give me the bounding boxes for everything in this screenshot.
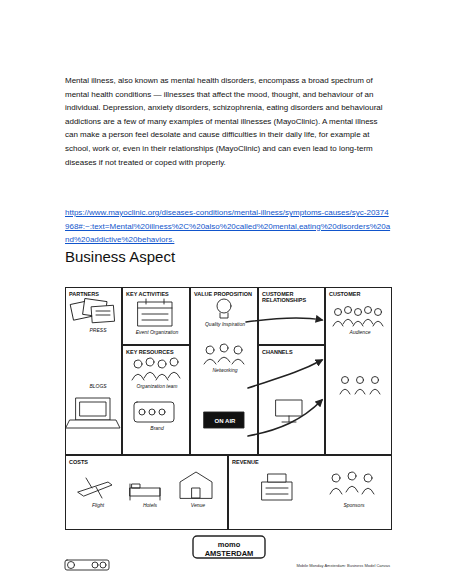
block-heading: KEY ACTIVITIES — [126, 291, 186, 297]
sketch-caption: BLOGS — [78, 384, 118, 390]
block-heading: VALUE PROPOSITION — [194, 291, 256, 297]
canvas-block: CHANNELS — [258, 345, 325, 455]
canvas-block: REVENUE Sponsors — [228, 455, 392, 530]
canvas-block: KEY RESOURCES Organization teamBrand — [122, 345, 190, 455]
sketch-caption: Event Organization — [127, 330, 187, 336]
sketch-caption: PRESS — [78, 328, 118, 334]
sketch-caption: Quality Inspiration — [197, 322, 253, 328]
section-heading: Business Aspect — [65, 248, 175, 265]
sketch-caption: Hotels — [130, 503, 170, 509]
canvas-block: KEY ACTIVITIES Event Organization — [122, 287, 190, 345]
block-heading: COSTS — [69, 459, 129, 465]
sketch-caption: Networking — [197, 368, 253, 374]
canvas-block: VALUE PROPOSITION Quality InspirationNetw… — [190, 287, 258, 455]
sketch-caption: Venue — [178, 503, 218, 509]
sketch-caption: Sponsors — [329, 503, 379, 509]
sketch-caption: Brand — [127, 426, 187, 432]
block-heading: CUSTOMER RELATIONSHIPS — [262, 291, 322, 304]
canvas-block: CUSTOMER Audience — [325, 287, 392, 455]
canvas-block: COSTS Flight Hotels Venue — [65, 455, 228, 530]
source-link: https://www.mayoclinic.org/diseases-cond… — [65, 206, 391, 247]
block-heading: CHANNELS — [262, 349, 322, 355]
credit-note: Mobile Monday Amsterdam: Business Model … — [240, 563, 390, 568]
sketch-caption: Organization team — [127, 384, 187, 390]
canvas-block: PARTNERS PRESS BLOGS — [65, 287, 122, 455]
block-heading: PARTNERS — [69, 291, 119, 297]
sketch-caption: ON AIR — [205, 415, 245, 427]
block-heading: CUSTOMER — [329, 291, 389, 297]
canvas-block: CUSTOMER RELATIONSHIPS — [258, 287, 325, 345]
logo-text: momo AMSTERDAM — [193, 540, 265, 558]
block-heading: REVENUE — [232, 459, 292, 465]
sketch-caption: Flight — [78, 503, 118, 509]
block-heading: KEY RESOURCES — [126, 349, 186, 355]
sketch-caption: Audience — [332, 330, 388, 336]
body-paragraph: Mental illness, also known as mental hea… — [65, 74, 391, 169]
